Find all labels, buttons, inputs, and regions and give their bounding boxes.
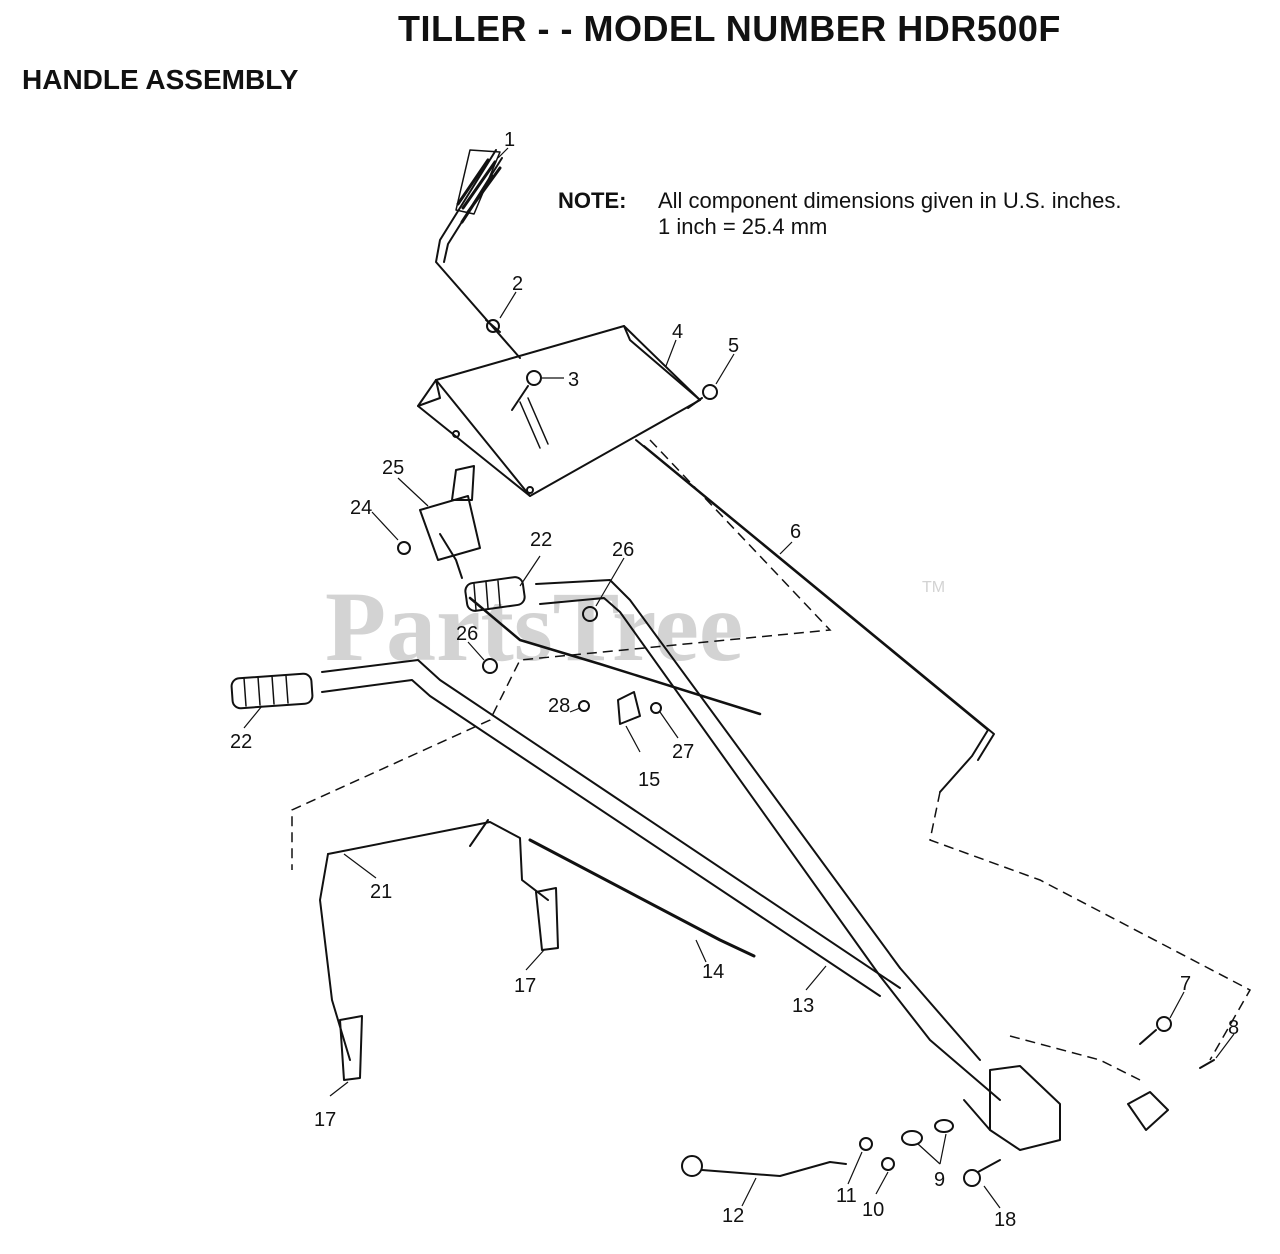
callout-6: 6 — [790, 521, 801, 543]
part-26-nut-upper — [582, 606, 598, 622]
part-10-nut — [881, 1157, 895, 1171]
callout-10: 10 — [862, 1199, 884, 1221]
callout-27: 27 — [672, 741, 694, 763]
callout-24: 24 — [350, 497, 372, 519]
part-28-nut — [578, 700, 590, 712]
throttle-cable — [468, 596, 762, 716]
callout-17-center: 17 — [514, 975, 536, 997]
part-17-grip-left — [339, 1015, 363, 1081]
callout-26-lower: 26 — [456, 623, 478, 645]
note-line1: All component dimensions given in U.S. i… — [658, 188, 1122, 213]
callout-12: 12 — [722, 1205, 744, 1227]
callout-21: 21 — [370, 881, 392, 903]
part-3-bolt — [511, 370, 542, 411]
callout-28: 28 — [548, 695, 570, 717]
part-5-screw — [687, 384, 718, 409]
part-1-throttle-rod — [435, 149, 521, 359]
note-line2: 1 inch = 25.4 mm — [658, 214, 828, 239]
callout-5: 5 — [728, 335, 739, 357]
callout-17-left: 17 — [314, 1109, 336, 1131]
callout-14: 14 — [702, 961, 724, 983]
part-26-nut-lower — [482, 658, 498, 674]
part-2-clip — [485, 319, 501, 333]
part-11-washer — [859, 1137, 873, 1151]
callout-25: 25 — [382, 457, 404, 479]
part-27-nut — [650, 702, 662, 714]
callout-3: 3 — [568, 369, 579, 391]
part-15-bracket — [617, 691, 641, 725]
section-subtitle: HANDLE ASSEMBLY — [22, 64, 299, 95]
callout-9: 9 — [934, 1169, 945, 1191]
callout-1: 1 — [504, 129, 515, 151]
callout-22-upper: 22 — [530, 529, 552, 551]
part-6-rod — [635, 439, 995, 793]
callout-11: 11 — [836, 1185, 857, 1207]
callout-labels: 1 2 3 4 5 6 25 24 22 26 26 22 28 27 15 2… — [230, 129, 1239, 1231]
callout-18: 18 — [994, 1209, 1016, 1231]
part-25-bracket — [419, 465, 481, 579]
part-13-handle-base — [879, 967, 1061, 1151]
upper-handle-tube — [464, 576, 901, 977]
callout-26-upper: 26 — [612, 539, 634, 561]
part-18-bolt — [963, 1159, 1001, 1187]
part-17-grip-center — [535, 887, 559, 951]
watermark-tm: TM — [922, 579, 945, 596]
callout-15: 15 — [638, 769, 660, 791]
reference-lines — [291, 439, 1252, 1081]
callout-4: 4 — [672, 321, 683, 343]
watermark-text: PartsTree — [325, 571, 743, 682]
part-7-bolt — [1139, 1016, 1172, 1045]
part-8-pin — [1199, 1059, 1215, 1069]
callout-13: 13 — [792, 995, 814, 1017]
callout-2: 2 — [512, 273, 523, 295]
part-9-spacers — [901, 1119, 954, 1146]
part-12-shift-lever — [681, 1155, 847, 1177]
part-4-panel — [417, 325, 701, 497]
note-label: NOTE: — [558, 188, 627, 213]
leader-lines — [243, 147, 1235, 1209]
part-24-nut — [397, 541, 411, 555]
page-title: TILLER - - MODEL NUMBER HDR500F — [398, 8, 1061, 49]
part-14-cable — [528, 838, 756, 958]
callout-22-lower: 22 — [230, 731, 252, 753]
transmission-mount — [1127, 1091, 1169, 1131]
dimension-note: NOTE: All component dimensions given in U… — [558, 188, 1121, 240]
lower-handle-tube — [230, 659, 901, 997]
callout-8: 8 — [1228, 1017, 1239, 1039]
callout-7: 7 — [1180, 973, 1191, 995]
part-21-rod — [319, 819, 549, 1061]
